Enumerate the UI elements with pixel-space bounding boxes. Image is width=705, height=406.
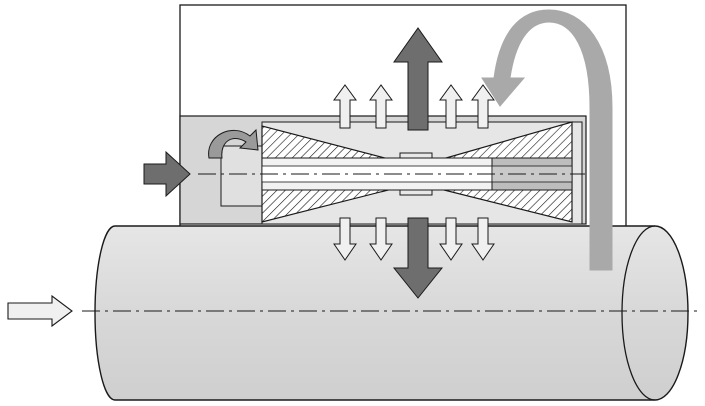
return-flow-arrow-icon: [481, 9, 613, 271]
radial-outflow-arrows: [333, 84, 495, 129]
radial-inflow-arrows: [333, 217, 495, 261]
cylinder-end-face: [621, 225, 656, 401]
radial-inflow-arrow: [439, 217, 463, 261]
main-inflow-arrow: [392, 217, 444, 299]
rotation-arrow-icon: [208, 128, 259, 159]
radial-outflow-arrow: [471, 84, 495, 129]
chamber-feed-arrow: [143, 150, 191, 198]
radial-inflow-arrow: [333, 217, 357, 261]
radial-outflow-arrow: [439, 84, 463, 129]
radial-inflow-arrow: [471, 217, 495, 261]
main-outflow-arrow: [393, 27, 443, 131]
inlet-connector: [220, 145, 263, 207]
radial-inflow-arrow: [369, 217, 393, 261]
axial-input-arrow: [7, 294, 73, 328]
radial-outflow-arrow: [369, 84, 393, 129]
radial-outflow-arrow: [333, 84, 357, 129]
